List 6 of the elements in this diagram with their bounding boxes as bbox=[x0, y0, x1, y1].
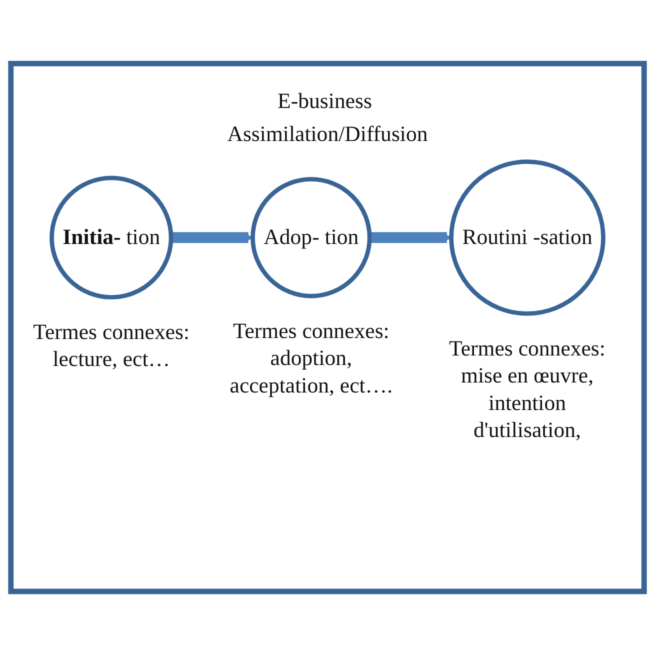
node-circle bbox=[50, 176, 174, 300]
node-circle bbox=[449, 159, 606, 316]
node-circle bbox=[250, 177, 372, 298]
related-terms-text: Termes connexes: adoption, acceptation, ect…. bbox=[228, 318, 394, 400]
related-terms-text: Termes connexes: lecture, ect… bbox=[32, 319, 191, 374]
related-terms-text: Termes connexes: mise en œuvre, intention d'utilisation, bbox=[448, 335, 606, 444]
